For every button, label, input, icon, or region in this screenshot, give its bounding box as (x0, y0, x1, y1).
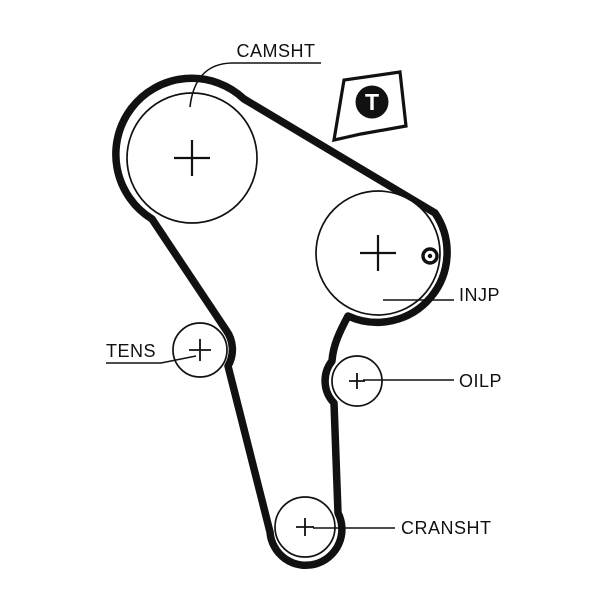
camshaft-pulley (126, 92, 258, 224)
camshaft-cross-icon (174, 140, 210, 176)
tension-marker-icon: T (332, 70, 408, 143)
crankshaft-pulley (274, 496, 336, 558)
tensioner-pulley (172, 322, 228, 378)
tension-marker-disc (355, 85, 389, 119)
bolt-icon (421, 247, 439, 265)
label-camshaft: CAMSHT (237, 41, 316, 61)
injection-pump-pulley (315, 190, 441, 316)
injection-pump-cross-icon (360, 235, 396, 271)
oil-pump-cross-icon (349, 373, 365, 389)
tension-marker-letter: T (365, 89, 379, 115)
belt-path (112, 74, 451, 570)
tensioner-cross-icon (189, 339, 211, 361)
label-oil-pump: OILP (459, 371, 502, 391)
crankshaft-cross-icon (296, 518, 314, 536)
leader-line-tensioner (106, 355, 197, 364)
label-crankshaft: CRANSHT (401, 518, 492, 538)
oil-pump-pulley (331, 355, 383, 407)
label-tensioner: TENS (106, 341, 156, 361)
label-injection-pump: INJP (459, 285, 500, 305)
leader-line-camshaft (189, 62, 321, 108)
